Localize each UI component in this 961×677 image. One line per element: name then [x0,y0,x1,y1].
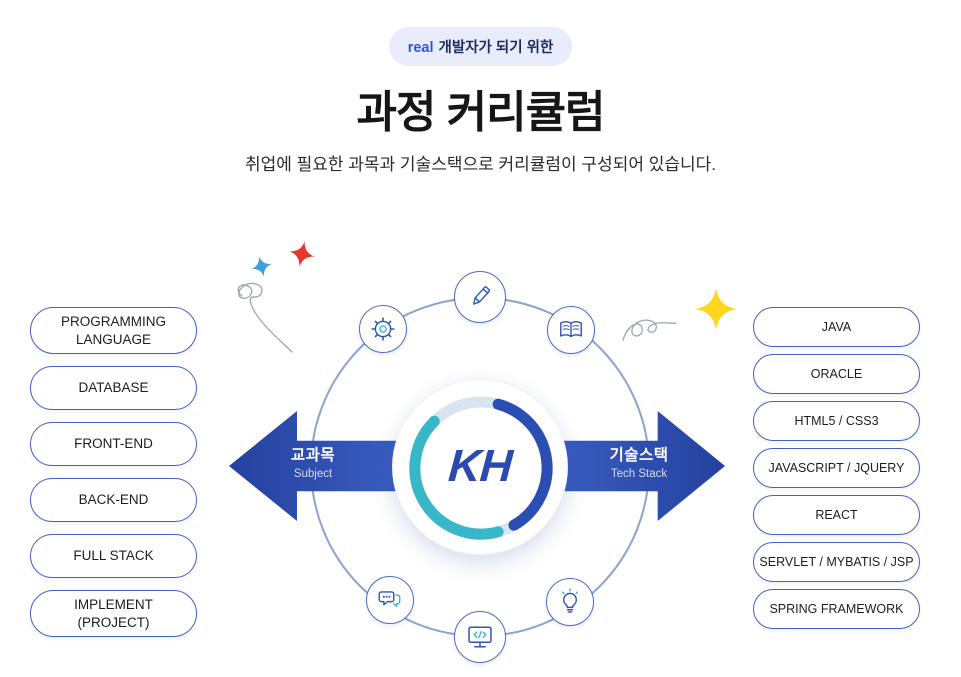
page-title: 과정 커리큘럼 [356,88,605,137]
logo-ring [409,396,553,540]
subject-label: PROGRAMMING LANGUAGE [60,314,166,347]
icon-circle-pencil [454,271,506,323]
blue-sparkle-icon [251,256,272,277]
tech-pill: JAVA [753,307,920,347]
subject-pill: IMPLEMENT (PROJECT) [30,590,197,638]
tech-pill: ORACLE [753,354,920,394]
subject-label: FULL STACK [73,548,154,564]
tech-pill: REACT [753,495,920,535]
tech-stack-list: JAVA ORACLE HTML5 / CSS3 JAVASCRIPT / JQ… [753,307,920,629]
tech-arrow-title: 기술스택 [609,447,669,464]
tech-pill: JAVASCRIPT / JQUERY [753,448,920,488]
red-sparkle-icon [289,241,315,267]
left-scribble-icon [237,282,293,353]
icon-circle-chat [366,576,414,624]
pencil-icon [472,286,491,305]
tech-arrow-label: 기술스택 Tech Stack [600,443,678,480]
subject-pill: PROGRAMMING LANGUAGE [30,307,197,355]
icon-circle-monitor [454,611,506,663]
kh-logo-disc: KH [392,379,568,555]
tech-label: SPRING FRAMEWORK [769,602,904,616]
yellow-sparkle-icon [695,288,737,330]
subject-pill: DATABASE [30,366,197,411]
icon-circle-gear [359,305,407,353]
icon-circle-bulb [546,578,594,626]
bulb-icon [561,588,579,613]
subject-pill: FULL STACK [30,534,197,579]
subject-pill: BACK-END [30,478,197,523]
subject-label: IMPLEMENT (PROJECT) [74,597,153,630]
subject-arrow-title: 교과목 [290,447,336,464]
tech-label: SERVLET / MYBATIS / JSP [759,555,914,569]
subject-label: BACK-END [78,492,149,508]
monitor-code-icon [468,626,492,648]
subject-arrow-label: 교과목 Subject [278,443,348,480]
book-icon [560,321,582,338]
gear-icon [371,317,395,341]
subject-pill: FRONT-END [30,422,197,467]
badge-highlight: real [407,40,434,56]
tech-label: JAVASCRIPT / JQUERY [768,461,905,475]
tech-arrow-subtitle: Tech Stack [610,468,668,480]
tech-pill: SERVLET / MYBATIS / JSP [753,542,920,582]
tech-pill: HTML5 / CSS3 [753,401,920,441]
subject-arrow-subtitle: Subject [293,468,333,480]
chat-icon [378,591,401,608]
tech-pill: SPRING FRAMEWORK [753,589,920,629]
subjects-list: PROGRAMMING LANGUAGE DATABASE FRONT-END … [30,307,197,638]
tech-label: JAVA [821,320,852,334]
tech-label: HTML5 / CSS3 [794,414,879,428]
page-subtitle: 취업에 필요한 과목과 기술스택으로 커리큘럼이 구성되어 있습니다. [245,155,716,174]
right-scribble-icon [622,319,677,341]
kh-logo: KH [446,440,514,491]
tech-label: ORACLE [810,367,863,381]
subject-label: FRONT-END [74,436,153,452]
badge-text: 개발자가 되기 위한 [438,40,554,56]
subject-label: DATABASE [78,380,149,396]
tech-label: REACT [815,508,858,522]
icon-circle-book [547,306,595,354]
